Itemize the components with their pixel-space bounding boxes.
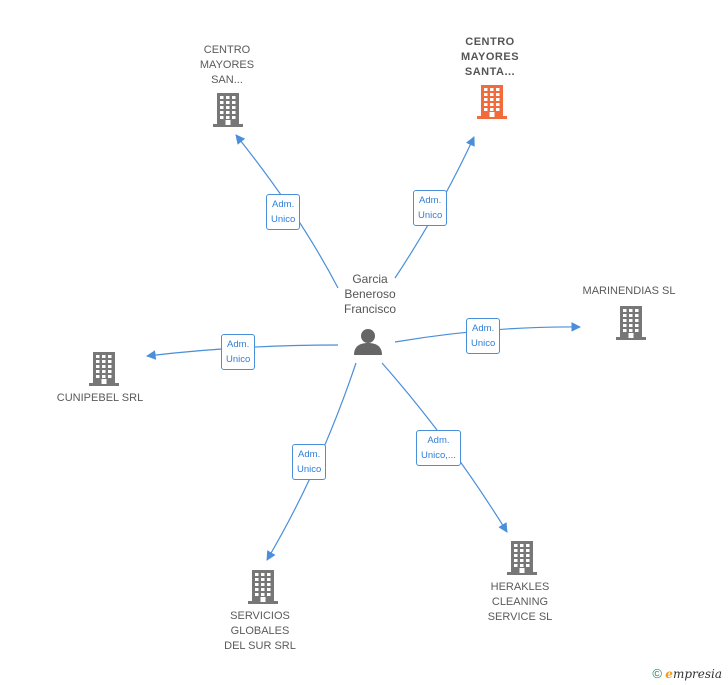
company-label-centro-mayores-san[interactable]: CENTRO MAYORES SAN... — [199, 44, 255, 86]
relation-label: Adm. Unico — [221, 334, 256, 370]
copyright-icon: © — [652, 666, 662, 681]
relation-label: Adm. Unico,... — [416, 430, 461, 466]
building-icon[interactable] — [507, 541, 537, 580]
relation-label: Adm. Unico — [266, 194, 301, 230]
building-icon[interactable] — [477, 85, 507, 124]
building-icon[interactable] — [248, 570, 278, 609]
relation-label: Adm. Unico — [413, 190, 448, 226]
company-label-marinendias-sl[interactable]: MARINENDIAS SL — [582, 285, 676, 297]
relation-label: Adm. Unico — [292, 444, 327, 480]
person-icon — [354, 329, 382, 355]
building-icon[interactable] — [89, 352, 119, 391]
company-label-centro-mayores-santa[interactable]: CENTRO MAYORES SANTA... — [460, 36, 520, 78]
building-icon[interactable] — [213, 93, 243, 132]
company-label-servicios-globales[interactable]: SERVICIOS GLOBALES DEL SUR SRL — [224, 610, 296, 652]
relation-label: Adm. Unico — [466, 318, 501, 354]
empresia-brand: © empresia — [652, 666, 722, 681]
center-person-name[interactable]: Garcia Beneroso Francisco — [343, 272, 396, 316]
company-label-herakles-cleaning[interactable]: HERAKLES CLEANING SERVICE SL — [487, 581, 553, 623]
company-label-cunipebel-srl[interactable]: CUNIPEBEL SRL — [56, 392, 144, 404]
building-icon[interactable] — [616, 306, 646, 345]
